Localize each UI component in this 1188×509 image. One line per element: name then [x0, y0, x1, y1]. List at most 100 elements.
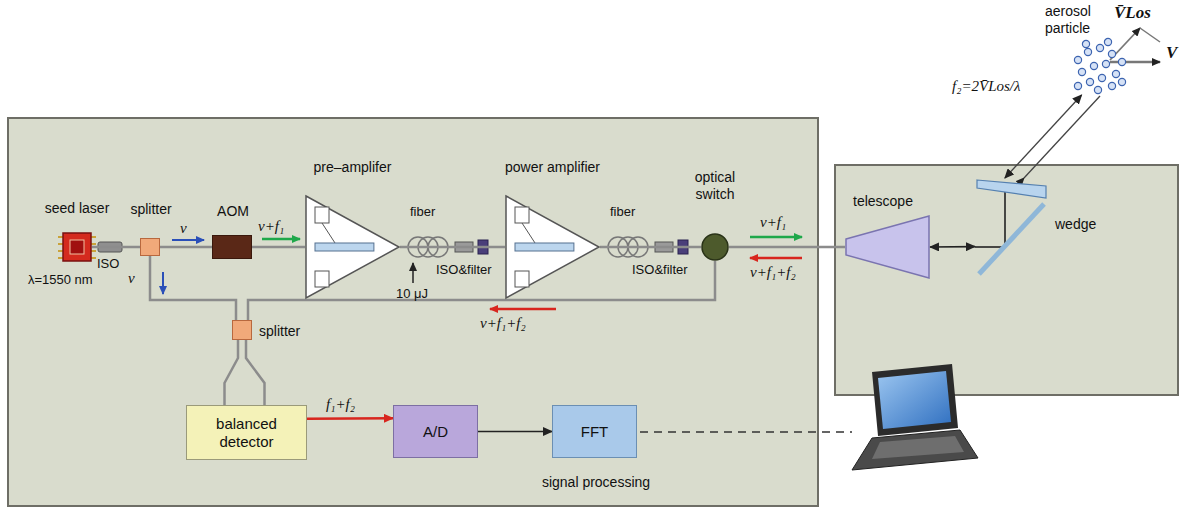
laser-chip	[63, 233, 91, 261]
component-label: splitter	[259, 323, 319, 340]
annotation-label: V	[1166, 44, 1177, 61]
annotation-label: ISO	[97, 256, 119, 272]
optical-fiber	[92, 246, 140, 249]
tri-component: power amplifier	[505, 195, 600, 299]
system-panel	[8, 118, 818, 506]
cloud-component: aerosol particle	[1070, 40, 1128, 95]
signal-arrow	[307, 417, 393, 420]
annotation-label: λ=1550 nm	[28, 272, 93, 288]
annotation-label: fiber	[610, 204, 635, 220]
component-label: aerosol particle	[1045, 3, 1107, 37]
component-label: seed laser	[37, 200, 117, 217]
trap-component: telescope	[845, 215, 930, 279]
component-box: A/D	[393, 405, 478, 458]
aerosol-dot	[1098, 74, 1105, 81]
wedge-prism	[977, 180, 1046, 198]
laptop	[852, 364, 978, 470]
aerosol-dot	[1090, 62, 1097, 69]
component-box: splitter	[140, 238, 160, 256]
amplifier-triangle	[506, 196, 599, 298]
signal-arrow	[930, 246, 975, 248]
chip-shape	[62, 232, 92, 262]
direction-arrow	[750, 236, 802, 239]
aerosol-dot	[1086, 78, 1093, 85]
aerosol-dot	[1104, 38, 1111, 45]
switch-circle	[702, 234, 728, 260]
cloud-shape	[1070, 40, 1128, 95]
pump-fiber	[522, 223, 535, 243]
optics-panel	[835, 165, 1178, 395]
direction-arrow	[262, 238, 300, 241]
velocity-arrow	[1110, 61, 1160, 64]
aerosol-dot	[1108, 82, 1115, 89]
aerosol-dot	[1112, 70, 1119, 77]
tri-shape	[505, 195, 600, 299]
box-label: balanced detector	[194, 415, 299, 451]
aerosol-dot	[1102, 60, 1109, 67]
annotation-label: fiber	[410, 204, 435, 220]
direction-arrow	[172, 239, 204, 241]
mirror	[979, 204, 1044, 274]
annotation-label: 10 μJ	[396, 286, 428, 302]
tri-component: pre–amplifer	[305, 195, 400, 299]
component-box: FFTsignal processing	[552, 405, 637, 458]
wedge-component: wedge	[975, 178, 1048, 276]
direction-arrow	[162, 272, 164, 294]
light-beam	[975, 246, 1003, 248]
component-box: balanced detector	[186, 405, 307, 460]
signal-arrow	[1005, 95, 1082, 178]
annotation-label: ISO&filter	[436, 262, 492, 278]
pump-fiber	[322, 223, 335, 243]
optical-fiber	[252, 246, 305, 249]
signal-arrow	[478, 431, 552, 433]
component-label: pre–amplifer	[280, 159, 425, 176]
circle-component: optical switch	[701, 233, 729, 261]
pump-diode	[315, 271, 329, 287]
optical-fiber	[729, 246, 845, 249]
annotation-label: V̄Los	[1114, 4, 1151, 21]
optical-fiber	[225, 340, 265, 405]
optical-fiber	[400, 246, 505, 249]
edge-label: v+f₁+f₂	[480, 315, 526, 332]
aerosol-dot	[1074, 56, 1081, 63]
gain-fiber	[515, 243, 574, 251]
aerosol-dot	[1096, 44, 1103, 51]
chip-component: seed laser	[62, 232, 92, 262]
direction-arrow	[750, 257, 802, 260]
edge-label: v+f₁	[760, 214, 786, 231]
light-beam	[1024, 96, 1100, 178]
component-box: AOM	[212, 235, 252, 259]
component-label: optical switch	[685, 169, 745, 203]
edge-label: f₁+f₂	[326, 396, 355, 413]
aerosol-dot	[1108, 50, 1115, 57]
tri-shape	[305, 195, 400, 299]
aerosol-dot	[1084, 48, 1091, 55]
pump-diode	[515, 207, 529, 223]
optical-fiber	[150, 256, 236, 320]
component-label: signal processing	[521, 474, 671, 491]
circle-shape	[701, 233, 729, 261]
component-label: wedge	[1055, 216, 1115, 233]
laser-die	[70, 240, 84, 254]
component-label: AOM	[203, 203, 263, 220]
component-label: power amplifier	[480, 159, 625, 176]
component-box: splitter	[232, 320, 252, 340]
telescope-body	[846, 216, 929, 278]
aerosol-dot	[1118, 58, 1125, 65]
amplifier-triangle	[306, 196, 399, 298]
edge-label: v	[180, 220, 187, 237]
annotation-label: ISO&filter	[632, 262, 688, 278]
aerosol-dot	[1074, 82, 1081, 89]
aerosol-dot	[1082, 40, 1089, 47]
trap-shape	[845, 215, 930, 279]
wedge-shape	[975, 178, 1048, 276]
direction-arrow	[490, 308, 556, 311]
edge-label: f₂=2V̄Los/λ	[952, 78, 1021, 95]
optical-fiber	[160, 246, 212, 249]
aerosol-dot	[1118, 78, 1125, 85]
pump-diode	[515, 271, 529, 287]
data-link	[640, 431, 852, 433]
edge-label: v+f₁	[258, 218, 284, 235]
pump-diode	[315, 207, 329, 223]
velocity-arrow	[1140, 28, 1160, 42]
